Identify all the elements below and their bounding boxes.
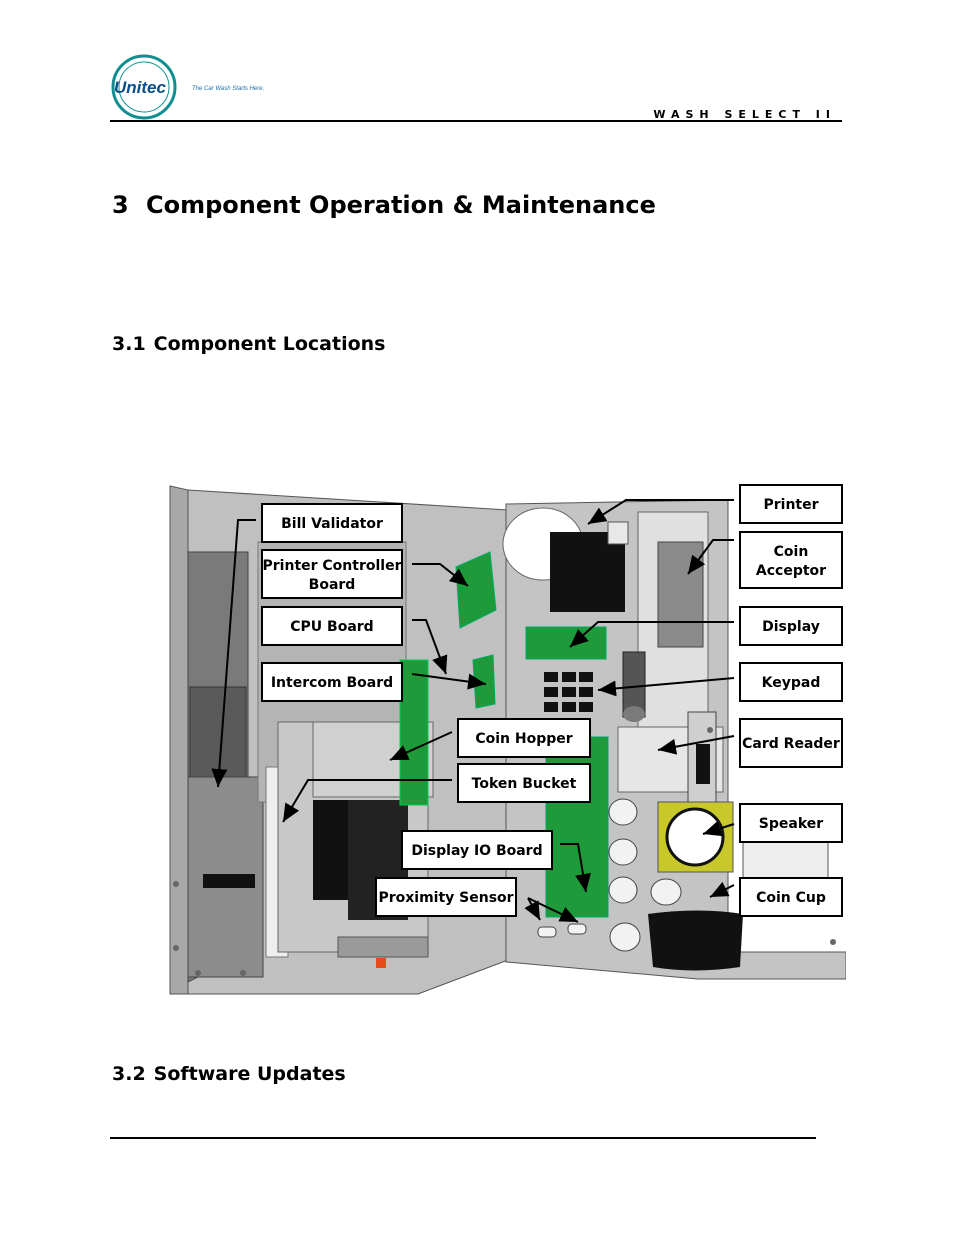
label-coin-cup: Coin Cup <box>739 877 843 917</box>
unitec-logo: Unitec The Car Wash Starts Here. <box>108 53 288 123</box>
label-printer-controller-board: Printer Controller Board <box>261 549 403 599</box>
speaker-cone <box>665 807 725 867</box>
label-card-reader: Card Reader <box>739 718 843 768</box>
printer-mechanism <box>550 532 625 612</box>
label-keypad: Keypad <box>739 662 843 702</box>
svg-text:Intercom Board: Intercom Board <box>271 675 393 691</box>
keypad-shape <box>544 672 593 712</box>
coin-cup-shape <box>648 910 743 971</box>
bill-slot <box>203 874 255 888</box>
svg-text:Token Bucket: Token Bucket <box>472 776 577 792</box>
svg-text:Card Reader: Card Reader <box>742 736 840 752</box>
component-locations-figure: Bill Validator Printer Controller Board … <box>168 482 846 997</box>
led-indicator <box>376 958 386 968</box>
svg-text:Printer: Printer <box>763 497 818 513</box>
svg-text:Keypad: Keypad <box>762 675 821 691</box>
door-edge <box>169 485 189 995</box>
subsection-heading-software-updates: 3.2 Software Updates <box>112 1063 346 1085</box>
label-bill-validator: Bill Validator <box>261 503 403 543</box>
label-proximity-sensor: Proximity Sensor <box>375 877 517 917</box>
svg-text:Coin Hopper: Coin Hopper <box>475 731 572 747</box>
hopper-motor <box>313 800 348 900</box>
svg-text:Display IO Board: Display IO Board <box>411 843 542 859</box>
svg-text:CPU Board: CPU Board <box>290 619 373 635</box>
svg-text:Board: Board <box>309 577 356 593</box>
coin-acceptor <box>657 541 704 648</box>
section-heading: 3 Component Operation & Maintenance <box>112 191 656 219</box>
svg-text:Coin Cup: Coin Cup <box>756 890 826 906</box>
svg-text:Acceptor: Acceptor <box>756 563 826 579</box>
label-display: Display <box>739 606 843 646</box>
subsection-number: 3.1 <box>112 333 146 355</box>
label-token-bucket: Token Bucket <box>457 763 591 803</box>
subsection-number: 3.2 <box>112 1063 146 1085</box>
svg-text:Coin: Coin <box>774 544 809 560</box>
label-cpu-board: CPU Board <box>261 606 403 646</box>
svg-text:Proximity Sensor: Proximity Sensor <box>378 890 513 906</box>
proximity-sensors <box>537 798 682 952</box>
subsection-heading-component-locations: 3.1 Component Locations <box>112 333 386 355</box>
label-intercom-board: Intercom Board <box>261 662 403 702</box>
label-speaker: Speaker <box>739 803 843 843</box>
intercom-board-shape <box>399 659 429 806</box>
label-display-io-board: Display IO Board <box>401 830 553 870</box>
subsection-title: Software Updates <box>153 1063 346 1085</box>
label-coin-hopper: Coin Hopper <box>457 718 591 758</box>
section-title: Component Operation & Maintenance <box>146 191 656 219</box>
cpu-board-shape <box>472 654 496 709</box>
logo-tagline: The Car Wash Starts Here. <box>192 86 264 92</box>
bill-validator-top <box>189 686 247 778</box>
display-board-shape <box>525 626 607 660</box>
svg-text:Speaker: Speaker <box>759 816 823 832</box>
header-rule <box>110 120 842 122</box>
svg-text:Printer Controller: Printer Controller <box>263 558 402 574</box>
footer-rule <box>110 1137 816 1139</box>
label-text: Bill Validator <box>281 516 383 532</box>
leader-arrows <box>211 499 735 923</box>
label-printer: Printer <box>739 484 843 524</box>
logo-wordmark: Unitec <box>114 78 167 97</box>
section-number: 3 <box>112 191 129 219</box>
label-coin-acceptor: Coin Acceptor <box>739 531 843 589</box>
subsection-title: Component Locations <box>153 333 386 355</box>
document-title: WASH SELECT II <box>653 108 836 121</box>
svg-text:Display: Display <box>762 619 820 635</box>
